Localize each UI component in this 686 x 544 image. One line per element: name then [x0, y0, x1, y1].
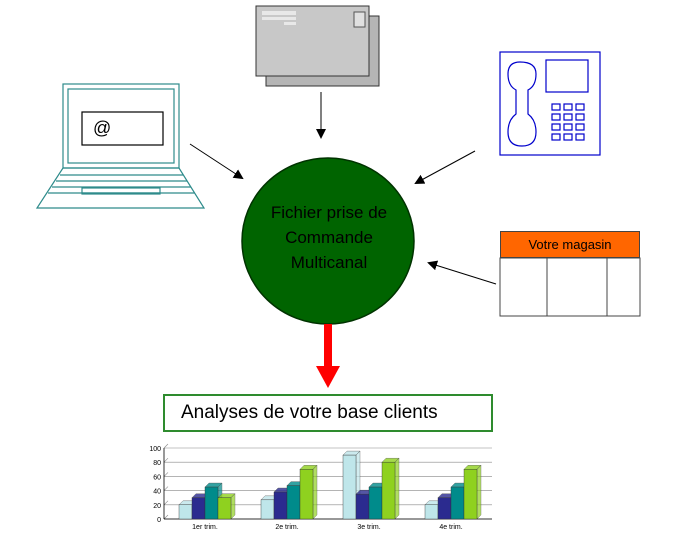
chart-bar	[381, 462, 396, 520]
chart-bar-side	[476, 464, 482, 520]
chart-bar	[463, 469, 478, 520]
arrow-store-to-hub	[427, 260, 497, 285]
store-table	[499, 257, 641, 317]
chart-bar	[437, 497, 452, 520]
chart-gridline-depth	[163, 514, 169, 520]
arrow-hub-to-analysis	[316, 324, 340, 388]
chart-bar	[299, 469, 314, 520]
envelope-icon	[255, 5, 380, 87]
chart-bar	[355, 493, 370, 520]
hub-label-line2: Commande	[285, 228, 373, 247]
analysis-title: Analyses de votre base clients	[181, 402, 438, 423]
chart-bar	[204, 486, 219, 520]
chart-gridline-depth	[163, 472, 169, 477]
chart-gridline-depth	[163, 443, 169, 449]
chart-bar	[286, 485, 301, 520]
chart-x-tick-label: 3e trim.	[357, 524, 380, 531]
hub-label-line1: Fichier prise de	[270, 203, 388, 222]
chart-bar	[217, 497, 232, 520]
telephone-icon	[499, 51, 601, 156]
chart-bar	[191, 497, 206, 520]
analysis-title-box: Analyses de votre base clients	[163, 394, 493, 432]
chart-bar	[178, 504, 193, 520]
laptop-icon	[35, 83, 206, 209]
chart-bar-side	[312, 464, 318, 520]
chart-y-tick-label: 20	[153, 503, 161, 510]
chart-bar	[273, 491, 288, 520]
chart-bar	[342, 454, 357, 520]
chart-x-tick-label: 4e trim.	[439, 524, 462, 531]
chart-gridline-depth	[163, 500, 169, 506]
chart-bar	[368, 486, 383, 520]
hub-label: Fichier prise de Commande Multicanal	[244, 200, 414, 275]
chart-bar	[450, 486, 465, 520]
chart-y-tick-label: 100	[149, 446, 161, 453]
store-header: Votre magasin	[500, 231, 640, 258]
chart-bar-side	[394, 457, 400, 520]
chart-y-tick-label: 40	[153, 489, 161, 496]
chart-bar-side	[230, 493, 236, 520]
arrow-phone-to-hub	[414, 150, 476, 184]
bar-chart: 0 20 40 60 80 100 1er trim. 2e trim. 3e trim. 4e …	[149, 443, 492, 531]
chart-bar	[424, 504, 439, 520]
chart-bar	[260, 499, 275, 520]
chart-y-tick-label: 60	[153, 474, 161, 481]
chart-gridline-depth	[163, 457, 169, 463]
email-at-symbol: @	[93, 118, 112, 138]
chart-y-tick-label: 0	[157, 517, 161, 524]
chart-y-tick-label: 80	[153, 460, 161, 467]
hub-label-line3: Multicanal	[290, 253, 368, 272]
chart-gridline-depth	[163, 486, 169, 491]
arrow-laptop-to-hub	[189, 143, 244, 180]
chart-x-tick-label: 1er trim.	[192, 524, 218, 531]
chart-x-tick-label: 2e trim.	[275, 524, 298, 531]
